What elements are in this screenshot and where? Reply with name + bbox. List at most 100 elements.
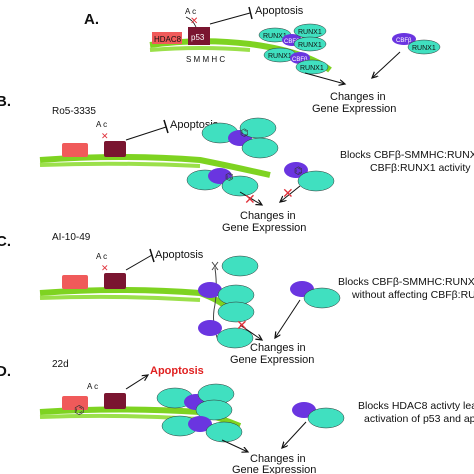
apoptosis-label: Apoptosis [255, 5, 304, 17]
hdac8-box [62, 396, 88, 410]
smmhc-fiber [39, 287, 233, 313]
runx1-label: RUNX1 [300, 65, 324, 72]
blocked-cross-icon: ✕ [282, 185, 294, 201]
arrow [221, 439, 248, 452]
arrow [275, 299, 301, 338]
hdac8-label: HDAC8 [154, 35, 182, 44]
note-line1: Blocks CBFβ-SMMHC:RUNX1 int [338, 276, 474, 288]
runx1-ellipse [293, 36, 327, 52]
arrow [282, 421, 307, 448]
runx1-label: RUNX1 [298, 42, 322, 49]
blocked-cross-icon: ✕ [236, 317, 248, 333]
changes-line1: Changes in [240, 210, 296, 222]
p53-box [188, 27, 210, 45]
panel-d-letter: D. [0, 363, 11, 380]
runx1-ellipse [241, 137, 279, 159]
smmhc-fiber-b [39, 294, 201, 302]
arrow [239, 324, 262, 340]
changes-line1: Changes in [250, 453, 306, 465]
p53-box [104, 141, 126, 157]
ac-label: A c [185, 7, 196, 16]
inhibition-bar [248, 6, 253, 20]
compound-label: AI-10-49 [52, 232, 91, 243]
p53-box [104, 273, 126, 289]
runx1-ellipse [221, 175, 259, 197]
acetyl-cross-mark: ✕ [101, 131, 109, 141]
panel-a-letter: A. [84, 11, 99, 28]
hdac8-box [152, 32, 182, 44]
cbfb-label: CBFβ [396, 38, 412, 44]
ac-label: A c [96, 252, 107, 261]
drug-molecule-icon: ⌬ [74, 403, 84, 417]
cbfb-label: CBFβ [284, 39, 300, 45]
hdac8-box [62, 143, 88, 157]
acetyl-bond [185, 16, 197, 28]
runx1-ellipse [205, 421, 243, 443]
runx1-label: RUNX1 [268, 53, 292, 60]
inhibition-line [125, 254, 153, 271]
panel-b-letter: B. [0, 93, 11, 110]
smmhc-label: S M M H C [186, 55, 225, 64]
hdac8-box [62, 275, 88, 289]
arrow [304, 72, 345, 84]
runx1-ellipse [303, 287, 341, 309]
runx1-label: RUNX1 [298, 29, 322, 36]
smmhc-fiber-b [39, 161, 201, 168]
runx1-ellipse [407, 39, 441, 55]
cbfb-ellipse [392, 33, 416, 45]
changes-line1: Changes in [250, 342, 306, 354]
drug-molecule-icon: ⌬ [240, 128, 249, 139]
inhibition-bar [149, 248, 155, 263]
drug-molecule-icon: ⌬ [294, 166, 303, 177]
changes-line2: Gene Expression [222, 222, 306, 234]
note-line1: Blocks CBFβ-SMMHC:RUNX [340, 149, 474, 161]
acetyl-cross-mark: ✕ [101, 263, 109, 273]
runx1-ellipse [307, 407, 345, 429]
drug-molecule-icon: ⌬ [225, 172, 234, 183]
cbfb-ellipse [284, 162, 308, 178]
panel-b: B. Ro5-3335 A c ✕ Apoptosis ⌬ ⌬ ⌬ ✕ ✕ Ch… [0, 93, 474, 234]
arrow [372, 51, 401, 78]
p53-label: p53 [191, 33, 205, 42]
compound-label: 22d [52, 359, 69, 370]
runx1-ellipse [217, 301, 255, 323]
cbfb-ellipse [198, 282, 222, 298]
ac-label: A c [96, 120, 107, 129]
changes-line1: Changes in [330, 91, 386, 103]
note-line1: Blocks HDAC8 activty leadin [358, 400, 474, 412]
inhibition-bar [163, 119, 169, 134]
panel-a: A. HDAC8 p53 S M M H C A c ✕ Apoptosis R… [84, 5, 441, 115]
arrow [239, 191, 262, 205]
runx1-ellipse [195, 399, 233, 421]
runx1-label: RUNX1 [412, 45, 436, 52]
apoptosis-label: Apoptosis [155, 249, 204, 261]
acetyl-cross-mark: ✕ [190, 16, 198, 27]
apoptosis-label: Apoptosis [150, 365, 204, 377]
changes-line2: Gene Expression [230, 354, 314, 366]
changes-line2: Gene Expression [312, 103, 396, 115]
runx1-label: RUNX1 [263, 33, 287, 40]
inhibition-line [209, 12, 251, 25]
note-line2: without affecting CBFβ:RUN [351, 289, 474, 301]
inhibition-line [125, 126, 167, 141]
smmhc-fiber [39, 154, 271, 178]
note-line2: CBFβ:RUNX1 activity [370, 162, 471, 174]
runx1-ellipse [297, 170, 335, 192]
blocked-cross-icon: ✕ [244, 191, 256, 207]
panel-c-letter: C. [0, 233, 11, 250]
p53-box [104, 393, 126, 409]
panel-c: C. AI-10-49 A c ✕ Apoptosis ✕ Changes in… [0, 232, 474, 366]
changes-line2: Gene Expression [232, 464, 316, 474]
note-line2: activation of p53 and apopt [364, 413, 474, 425]
runx1-ellipse [221, 255, 259, 277]
cbfb-ellipse [188, 416, 212, 432]
cbfb-ellipse [198, 320, 222, 336]
smmhc-fiber-b [149, 46, 251, 52]
runx1-ellipse [216, 327, 254, 349]
ac-label: A c [87, 382, 98, 391]
smmhc-fiber [39, 406, 242, 429]
cbfb-label: CBFβ [292, 57, 308, 63]
activation-arrow [125, 375, 148, 390]
runx1-ellipse [295, 59, 329, 75]
